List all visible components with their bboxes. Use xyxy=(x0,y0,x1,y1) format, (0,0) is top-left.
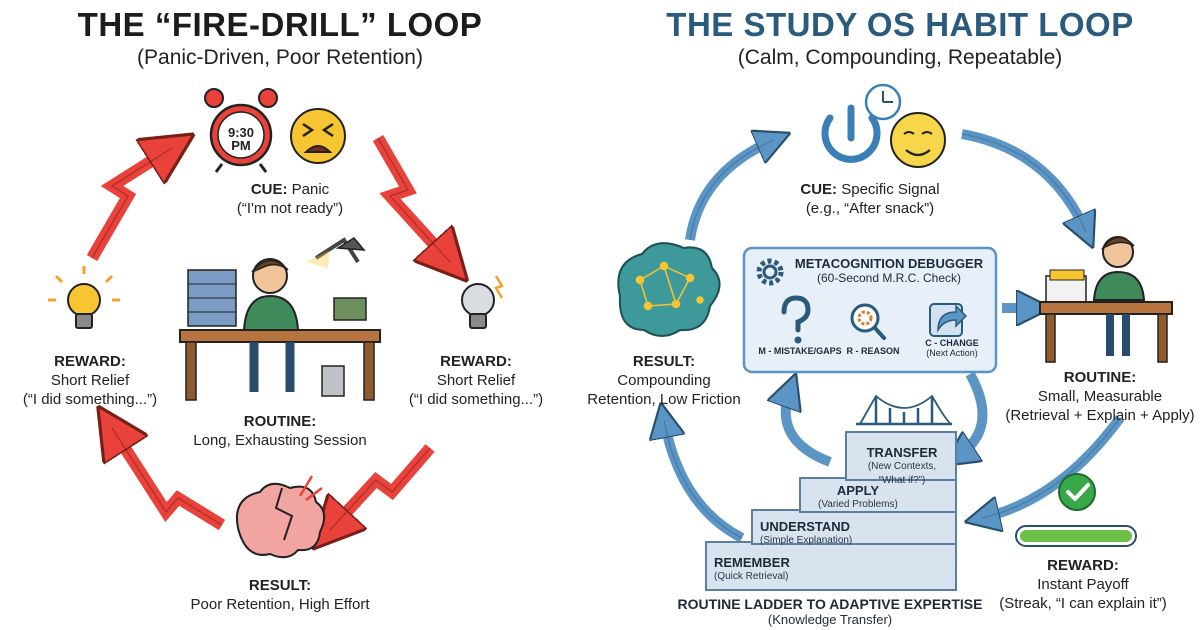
left-result-label: RESULT: Poor Retention, High Effort xyxy=(160,576,400,614)
habit-routine-text: Small, Measurable xyxy=(1037,388,1163,405)
habit-routine-detail: (Retrieval + Explain + Apply) xyxy=(1005,407,1195,424)
debugger-r-label: R - REASON xyxy=(836,346,910,356)
cue-heading: CUE: xyxy=(250,181,288,198)
debugger-heading-block: METACOGNITION DEBUGGER (60-Second M.R.C.… xyxy=(786,256,992,285)
c-label-text: C - CHANGE xyxy=(925,338,979,348)
dim-lightbulb-icon xyxy=(461,275,504,329)
debugger-title: METACOGNITION DEBUGGER xyxy=(794,256,984,271)
bridge-icon xyxy=(856,394,953,426)
brain-network-icon xyxy=(617,242,721,337)
habit-routine-heading: ROUTINE: xyxy=(1063,369,1137,386)
left-reward-label: REWARD: Short Relief (“I did something..… xyxy=(10,352,170,409)
ladder-step-remember: REMEMBER (Quick Retrieval) xyxy=(714,556,790,584)
step-name: UNDERSTAND xyxy=(760,519,851,534)
arrow-routine-to-reward xyxy=(982,415,1125,518)
check-icon xyxy=(1058,473,1096,511)
debugger-m-label: M - MISTAKE/GAPS xyxy=(750,346,850,356)
ladder-step-understand: UNDERSTAND (Simple Explanation) xyxy=(760,520,852,548)
step-detail: (Simple Explanation) xyxy=(760,535,853,546)
calm-face-icon xyxy=(890,112,946,168)
habit-reward-detail: (Streak, “I can explain it”) xyxy=(999,595,1167,612)
step-name: REMEMBER xyxy=(714,555,790,570)
arrow-ladder-to-result xyxy=(664,420,745,543)
clock-face: 9:30 PM xyxy=(216,126,266,152)
left-cue-label: CUE: Panic (“I'm not ready”) xyxy=(190,180,390,218)
habit-cue-heading: CUE: xyxy=(800,181,838,198)
reward-right-quote: (“I did something...”) xyxy=(408,391,544,408)
clock-icon xyxy=(864,83,902,121)
stressed-face-icon xyxy=(290,108,346,164)
arrow-reward-to-result xyxy=(330,444,435,530)
left-title: THE “FIRE-DRILL” LOOP xyxy=(77,6,483,43)
habit-reward-heading: REWARD: xyxy=(1047,557,1119,574)
clock-period: PM xyxy=(231,138,251,153)
right-cue-label: CUE: Specific Signal (e.g., “After snack… xyxy=(780,180,960,218)
result-heading: RESULT: xyxy=(248,577,312,594)
right-routine-label: ROUTINE: Small, Measurable (Retrieval + … xyxy=(1004,368,1196,425)
r-label-text: R - REASON xyxy=(846,346,900,356)
right-title: THE STUDY OS HABIT LOOP xyxy=(666,6,1134,43)
routine-heading: ROUTINE: xyxy=(243,413,317,430)
reward-left-text: Short Relief xyxy=(50,372,130,389)
right-subtitle: (Calm, Compounding, Repeatable) xyxy=(737,46,1063,69)
arrow-debugger-to-ladder xyxy=(958,371,988,456)
alarm-clock-icon xyxy=(204,88,278,173)
ladder-caption-block: ROUTINE LADDER TO ADAPTIVE EXPERTISE (Kn… xyxy=(660,596,1000,628)
habit-result-heading: RESULT: xyxy=(632,353,696,370)
c-label-detail: (Next Action) xyxy=(926,348,978,358)
cue-text: Panic xyxy=(291,181,330,198)
habit-result-text-2: Retention, Low Friction xyxy=(587,391,741,408)
reward-left-quote: (“I did something...”) xyxy=(22,391,158,408)
cue-quote: (“I'm not ready”) xyxy=(236,200,344,217)
broken-brain-icon xyxy=(236,475,326,559)
right-reward-label: REWARD: Instant Payoff (Streak, “I can e… xyxy=(990,556,1176,613)
ladder-step-transfer: TRANSFER (New Contexts, “What if?”) xyxy=(852,446,952,488)
debugger-subtitle: (60-Second M.R.C. Check) xyxy=(816,271,962,285)
power-icon xyxy=(821,104,881,163)
ladder-step-apply: APPLY (Varied Problems) xyxy=(818,484,898,512)
habit-loop-arrows xyxy=(664,129,1125,543)
right-result-label: RESULT: Compounding Retention, Low Frict… xyxy=(574,352,754,409)
habit-reward-text: Instant Payoff xyxy=(1037,576,1129,593)
step-detail: (Varied Problems) xyxy=(818,499,898,510)
m-label-text: M - MISTAKE/GAPS xyxy=(758,346,842,356)
result-text: Poor Retention, High Effort xyxy=(190,596,370,613)
progress-bar xyxy=(1015,525,1137,547)
lightbulb-icon xyxy=(48,266,120,329)
ladder-caption-sub: (Knowledge Transfer) xyxy=(767,612,893,627)
step-name: APPLY xyxy=(836,483,879,498)
debugger-c-label: C - CHANGE (Next Action) xyxy=(912,338,992,358)
step-detail: (New Contexts, xyxy=(867,461,937,472)
right-reward-label-left-loop: REWARD: Short Relief (“I did something..… xyxy=(396,352,556,409)
routine-text: Long, Exhausting Session xyxy=(193,432,367,449)
question-icon xyxy=(781,295,811,344)
arrow-result-to-cue xyxy=(685,140,774,241)
step-name: TRANSFER xyxy=(866,445,938,460)
step-detail-2: “What if?”) xyxy=(878,475,926,486)
routine-ladder xyxy=(705,431,957,591)
step-detail: (Quick Retrieval) xyxy=(714,571,789,582)
calm-student-icon xyxy=(1039,236,1173,363)
left-subtitle: (Panic-Driven, Poor Retention) xyxy=(137,46,423,69)
arrow-ladder-to-debugger xyxy=(786,390,832,467)
left-routine-label: ROUTINE: Long, Exhausting Session xyxy=(170,412,390,450)
gear-icon xyxy=(756,258,784,286)
share-arrow-icon xyxy=(929,303,968,337)
habit-result-text: Compounding xyxy=(617,372,711,389)
arrow-cue-to-routine xyxy=(961,129,1086,232)
clock-time: 9:30 xyxy=(227,125,255,140)
magnifier-gear-icon xyxy=(850,303,886,340)
reward-right-heading: REWARD: xyxy=(440,353,512,370)
reward-left-heading: REWARD: xyxy=(54,353,126,370)
habit-cue-text: Specific Signal xyxy=(841,181,940,198)
stressed-student-icon xyxy=(179,237,381,401)
habit-cue-quote: (e.g., “After snack”) xyxy=(805,200,935,217)
arrow-reward-to-cue xyxy=(86,148,172,262)
ladder-caption: ROUTINE LADDER TO ADAPTIVE EXPERTISE xyxy=(677,596,983,612)
reward-right-text: Short Relief xyxy=(436,372,516,389)
